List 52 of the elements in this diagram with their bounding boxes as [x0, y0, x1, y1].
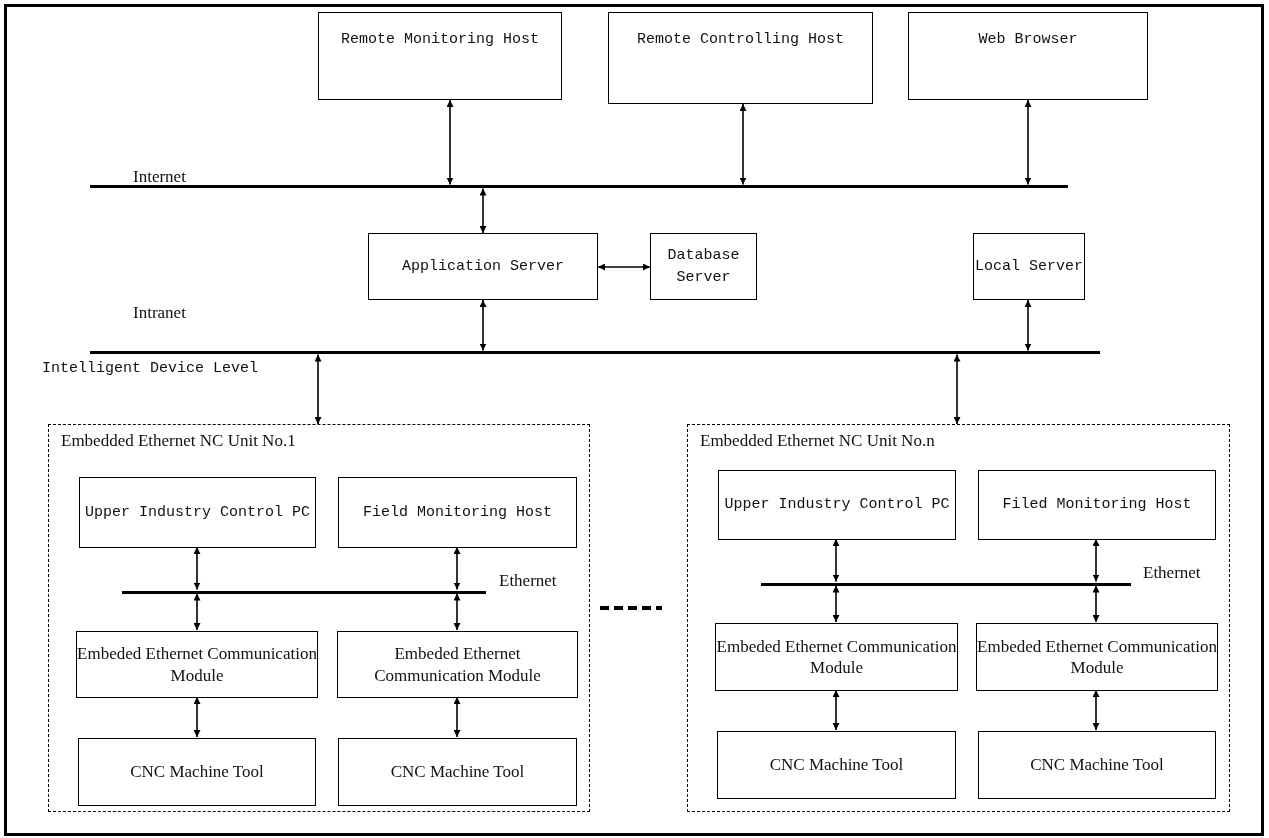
network-label: Ethernet	[1143, 563, 1201, 583]
component-box: Field Monitoring Host	[338, 477, 577, 548]
double-arrow	[1092, 538, 1100, 583]
component-box: Upper Industry Control PC	[79, 477, 316, 548]
component-box: Web Browser	[908, 12, 1148, 100]
double-arrow	[1092, 584, 1100, 623]
component-box: CNC Machine Tool	[338, 738, 577, 806]
network-bus-line	[122, 591, 486, 594]
network-label: Intranet	[133, 303, 186, 323]
double-arrow	[832, 689, 840, 731]
double-arrow	[479, 187, 487, 234]
component-box: Embeded Ethernet Communication Module	[337, 631, 578, 698]
component-box: Remote Controlling Host	[608, 12, 873, 104]
double-arrow	[832, 538, 840, 583]
double-arrow	[446, 99, 454, 186]
component-box: Upper Industry Control PC	[718, 470, 956, 540]
network-label: Ethernet	[499, 571, 557, 591]
double-arrow	[953, 353, 961, 425]
network-label: Internet	[133, 167, 186, 187]
double-arrow	[314, 353, 322, 425]
component-box: Embeded Ethernet Communication Module	[76, 631, 318, 698]
component-box: Local Server	[973, 233, 1085, 300]
double-arrow	[739, 103, 747, 186]
double-arrow	[1024, 99, 1032, 186]
unit-group-box	[48, 424, 590, 812]
double-arrow	[453, 696, 461, 738]
component-box: CNC Machine Tool	[978, 731, 1216, 799]
double-arrow	[597, 263, 651, 271]
group-title: Embedded Ethernet NC Unit No.1	[61, 431, 296, 451]
component-box: Filed Monitoring Host	[978, 470, 1216, 540]
network-bus-line	[90, 351, 1100, 354]
component-box: Embeded Ethernet Communication Module	[715, 623, 958, 691]
double-arrow	[1024, 299, 1032, 352]
component-box: Database Server	[650, 233, 757, 300]
double-arrow	[1092, 689, 1100, 731]
group-title: Embedded Ethernet NC Unit No.n	[700, 431, 935, 451]
component-box: CNC Machine Tool	[78, 738, 316, 806]
level-label: Intelligent Device Level	[42, 360, 259, 377]
unit-group-box	[687, 424, 1230, 812]
component-box: Application Server	[368, 233, 598, 300]
double-arrow	[193, 546, 201, 591]
double-arrow	[832, 584, 840, 623]
double-arrow	[453, 592, 461, 631]
network-bus-line	[761, 583, 1131, 586]
component-box: Embeded Ethernet Communication Module	[976, 623, 1218, 691]
component-box: CNC Machine Tool	[717, 731, 956, 799]
double-arrow	[193, 696, 201, 738]
double-arrow	[453, 546, 461, 591]
double-arrow	[479, 299, 487, 352]
double-arrow	[193, 592, 201, 631]
network-bus-line	[90, 185, 1068, 188]
component-box: Remote Monitoring Host	[318, 12, 562, 100]
